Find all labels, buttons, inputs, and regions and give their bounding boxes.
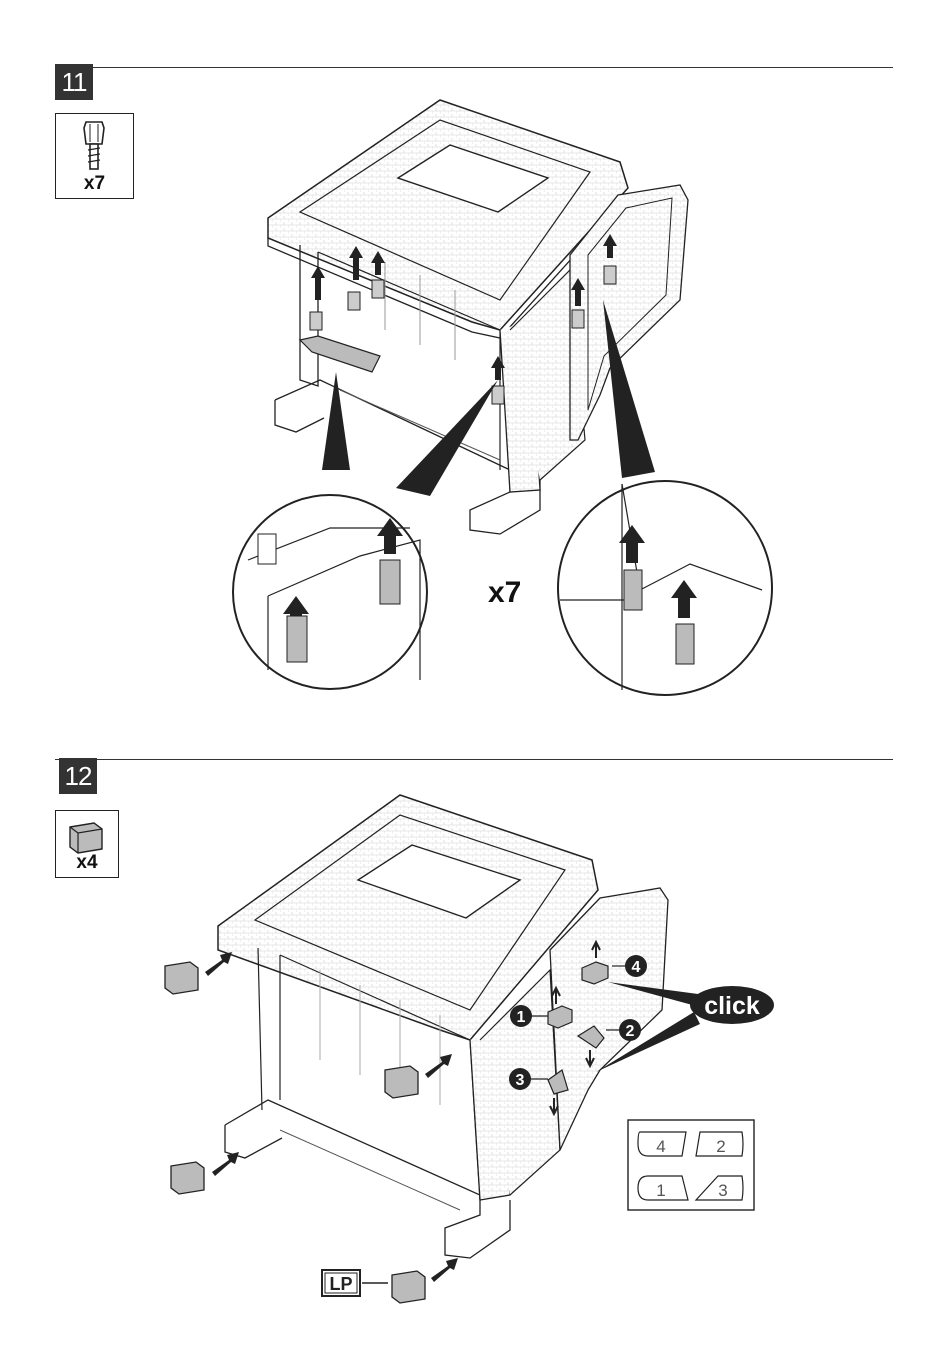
callout-4: 4 xyxy=(625,955,647,977)
legend-item-1: 1 xyxy=(656,1181,665,1200)
legend-item-3: 3 xyxy=(718,1181,727,1200)
lp-tag: LP xyxy=(322,1270,388,1296)
hinge-legend: 4 2 1 3 xyxy=(628,1120,754,1210)
click-bubble: click xyxy=(690,986,774,1024)
callout-3-label: 3 xyxy=(516,1072,525,1089)
legend-item-4: 4 xyxy=(656,1137,665,1156)
foot-caps xyxy=(165,962,425,1303)
lp-label: LP xyxy=(329,1274,352,1294)
callout-2: 2 xyxy=(619,1019,641,1041)
callout-1: 1 xyxy=(510,1005,532,1027)
callout-4-label: 4 xyxy=(632,959,641,976)
callout-3: 3 xyxy=(509,1068,531,1090)
callout-2-label: 2 xyxy=(626,1023,635,1040)
callout-1-label: 1 xyxy=(517,1009,526,1026)
click-label: click xyxy=(704,992,760,1020)
legend-item-2: 2 xyxy=(716,1137,725,1156)
